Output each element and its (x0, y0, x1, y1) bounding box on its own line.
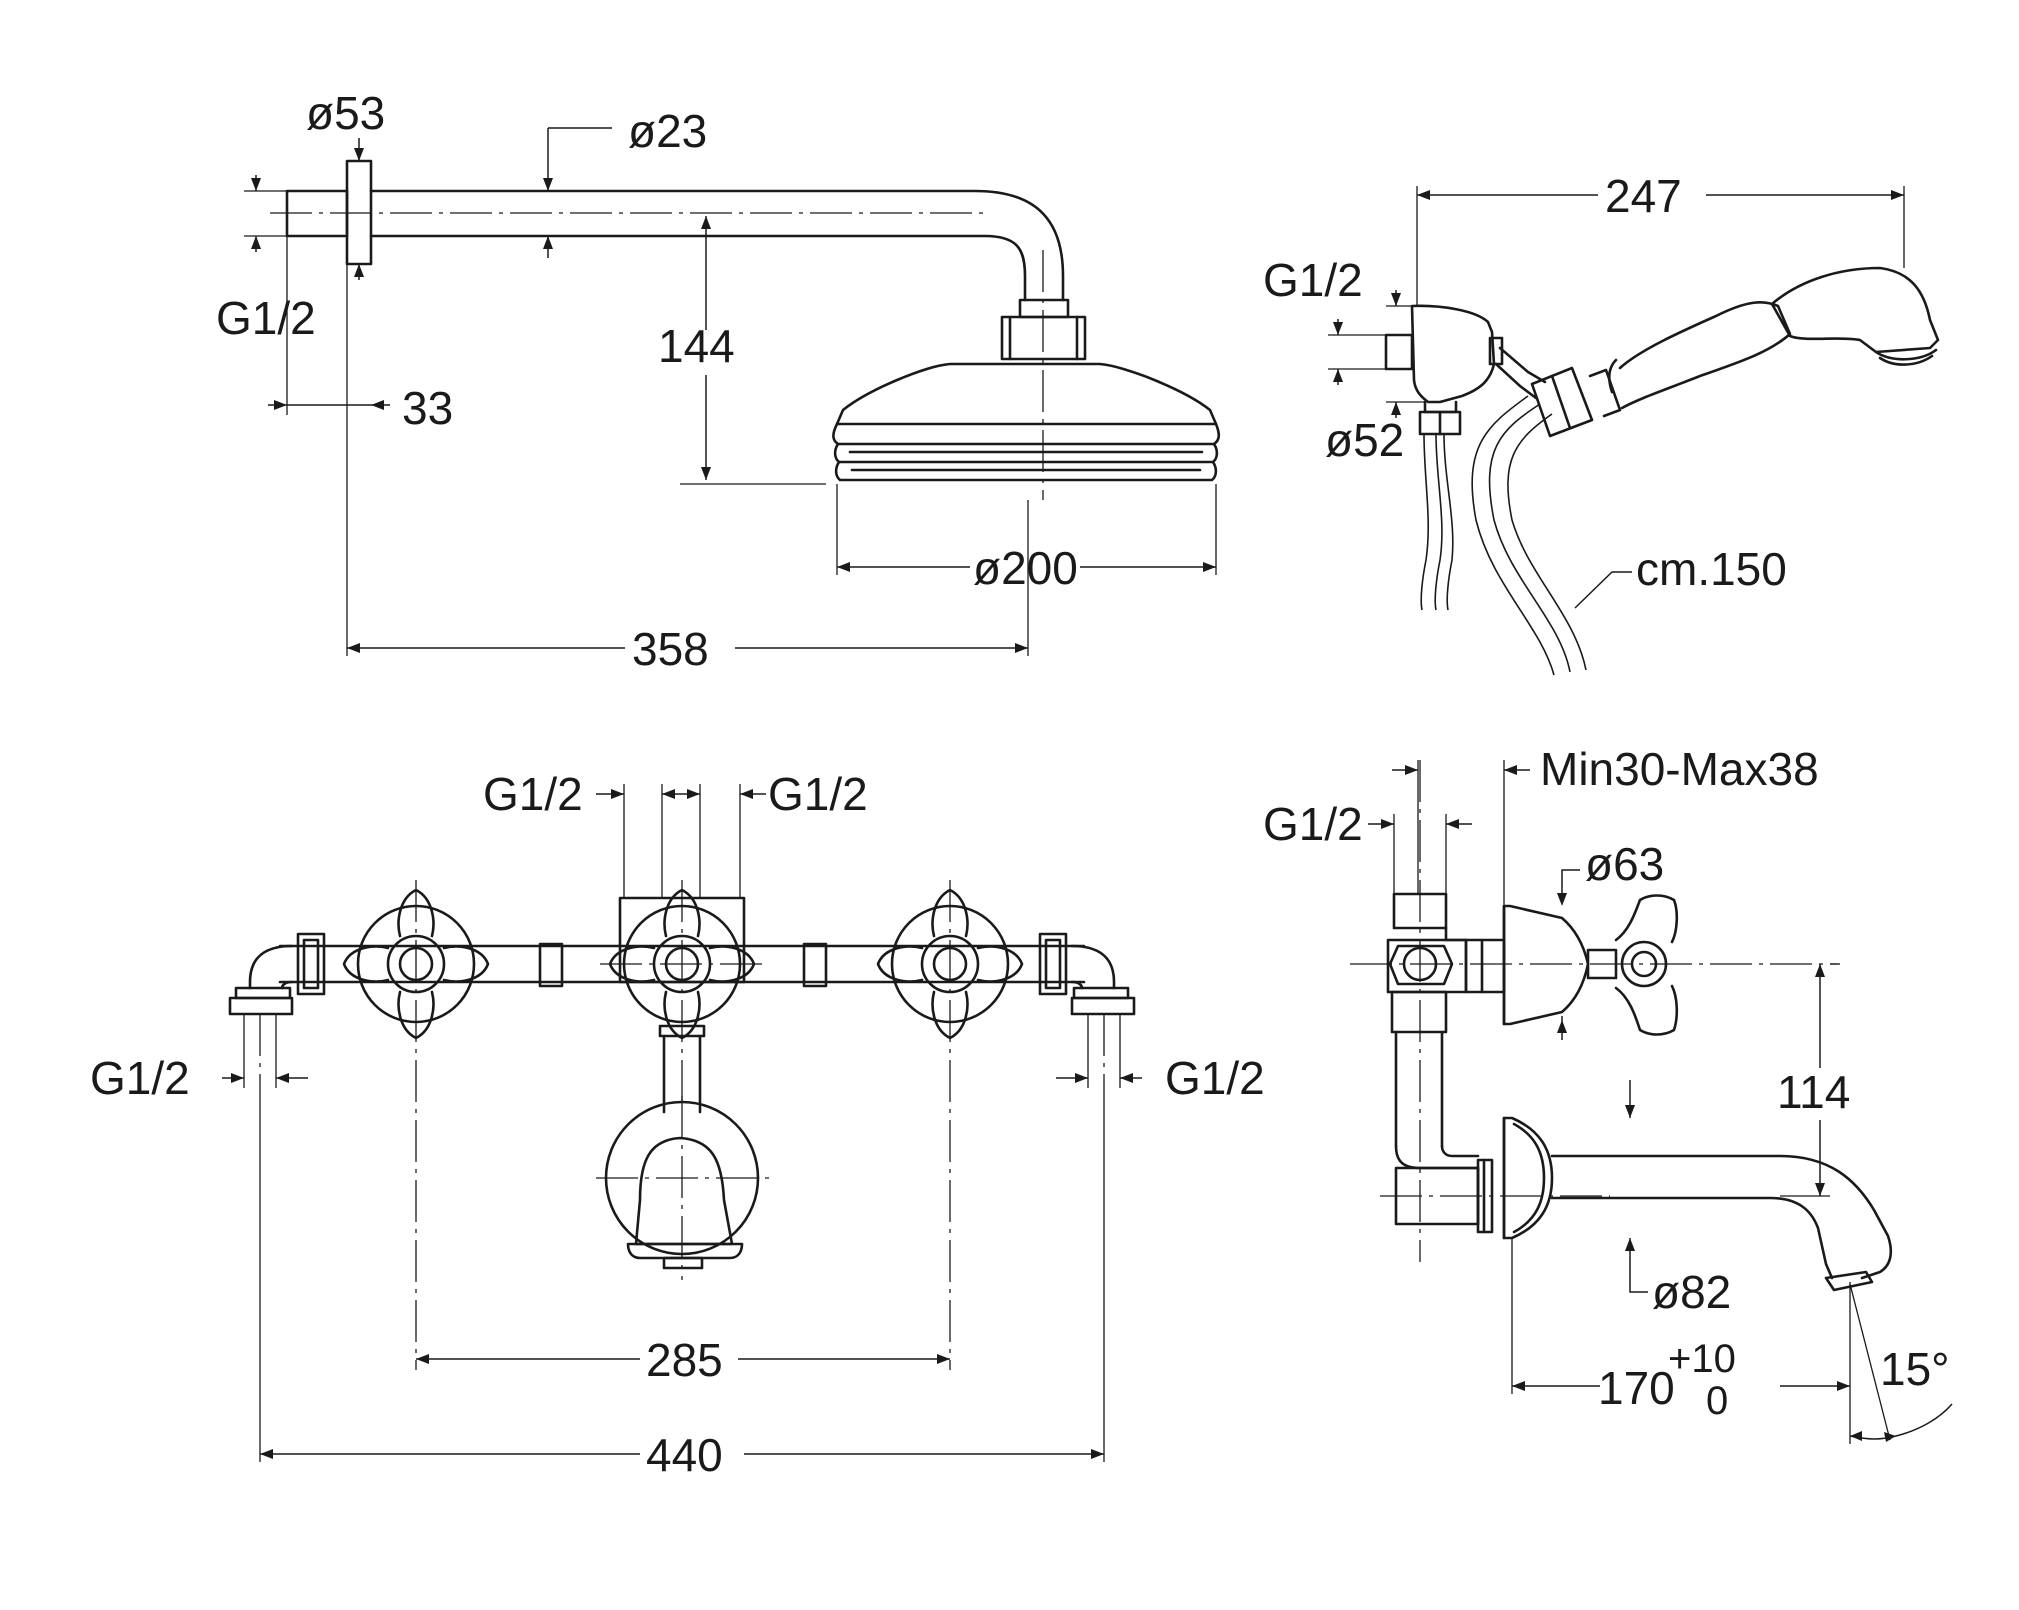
overall-width-label: 440 (646, 1429, 723, 1481)
shower-arm-view: ø53 ø23 G1/2 144 33 ø200 358 (216, 87, 1221, 675)
hand-shower-dimensions (1328, 186, 1905, 609)
arm-diameter-label: ø23 (628, 105, 707, 157)
mixer-front-centerlines (259, 880, 1105, 1370)
tolerance-upper-label: +10 (1668, 1337, 1736, 1381)
shower-arm-centerlines (270, 212, 1044, 500)
shower-arm-outline (285, 159, 1221, 482)
wall-range-label: Min30-Max38 (1540, 743, 1819, 795)
mixer-front-view: G1/2 G1/2 G1/2 G1/2 285 440 (90, 768, 1265, 1481)
bottom-right-thread-label: G1/2 (1165, 1052, 1265, 1104)
spout-height-label: 114 (1777, 1066, 1850, 1118)
mixer-side-dimensions (1368, 760, 1953, 1444)
hand-shower-thread-label: G1/2 (1263, 254, 1363, 306)
projection-label: 358 (632, 623, 709, 675)
thread-length-label: 33 (402, 382, 453, 434)
side-inlet-thread-label: G1/2 (1263, 798, 1363, 850)
head-diameter-label: ø200 (973, 542, 1078, 594)
top-right-thread-label: G1/2 (768, 768, 868, 820)
tolerance-lower-label: 0 (1706, 1379, 1728, 1423)
hand-shower-outline (1384, 266, 1940, 676)
mixer-side-view: Min30-Max38 G1/2 ø63 114 ø82 170 +10 0 1… (1263, 743, 1953, 1444)
handle-spacing-label: 285 (646, 1334, 723, 1386)
spout-projection-label: 170 (1598, 1362, 1675, 1414)
hose-length-label: cm.150 (1636, 543, 1787, 595)
arm-height-label: 144 (658, 320, 735, 372)
hand-shower-view: 247 G1/2 ø52 cm.150 (1263, 170, 1940, 676)
mixer-front-dimensions (222, 784, 1142, 1462)
hand-shower-length-label: 247 (1605, 170, 1682, 222)
top-left-thread-label: G1/2 (483, 768, 583, 820)
spout-rosette-diameter-label: ø82 (1652, 1266, 1731, 1318)
mixer-side-centerlines (1350, 760, 1838, 1262)
flange-diameter-label: ø53 (306, 87, 385, 139)
bottom-left-thread-label: G1/2 (90, 1052, 190, 1104)
outlet-diameter-label: ø52 (1325, 414, 1404, 466)
shower-arm-dimensions (244, 127, 1217, 656)
rosette-diameter-label: ø63 (1585, 838, 1664, 890)
inlet-thread-label: G1/2 (216, 292, 316, 344)
spout-angle-label: 15° (1880, 1343, 1950, 1395)
